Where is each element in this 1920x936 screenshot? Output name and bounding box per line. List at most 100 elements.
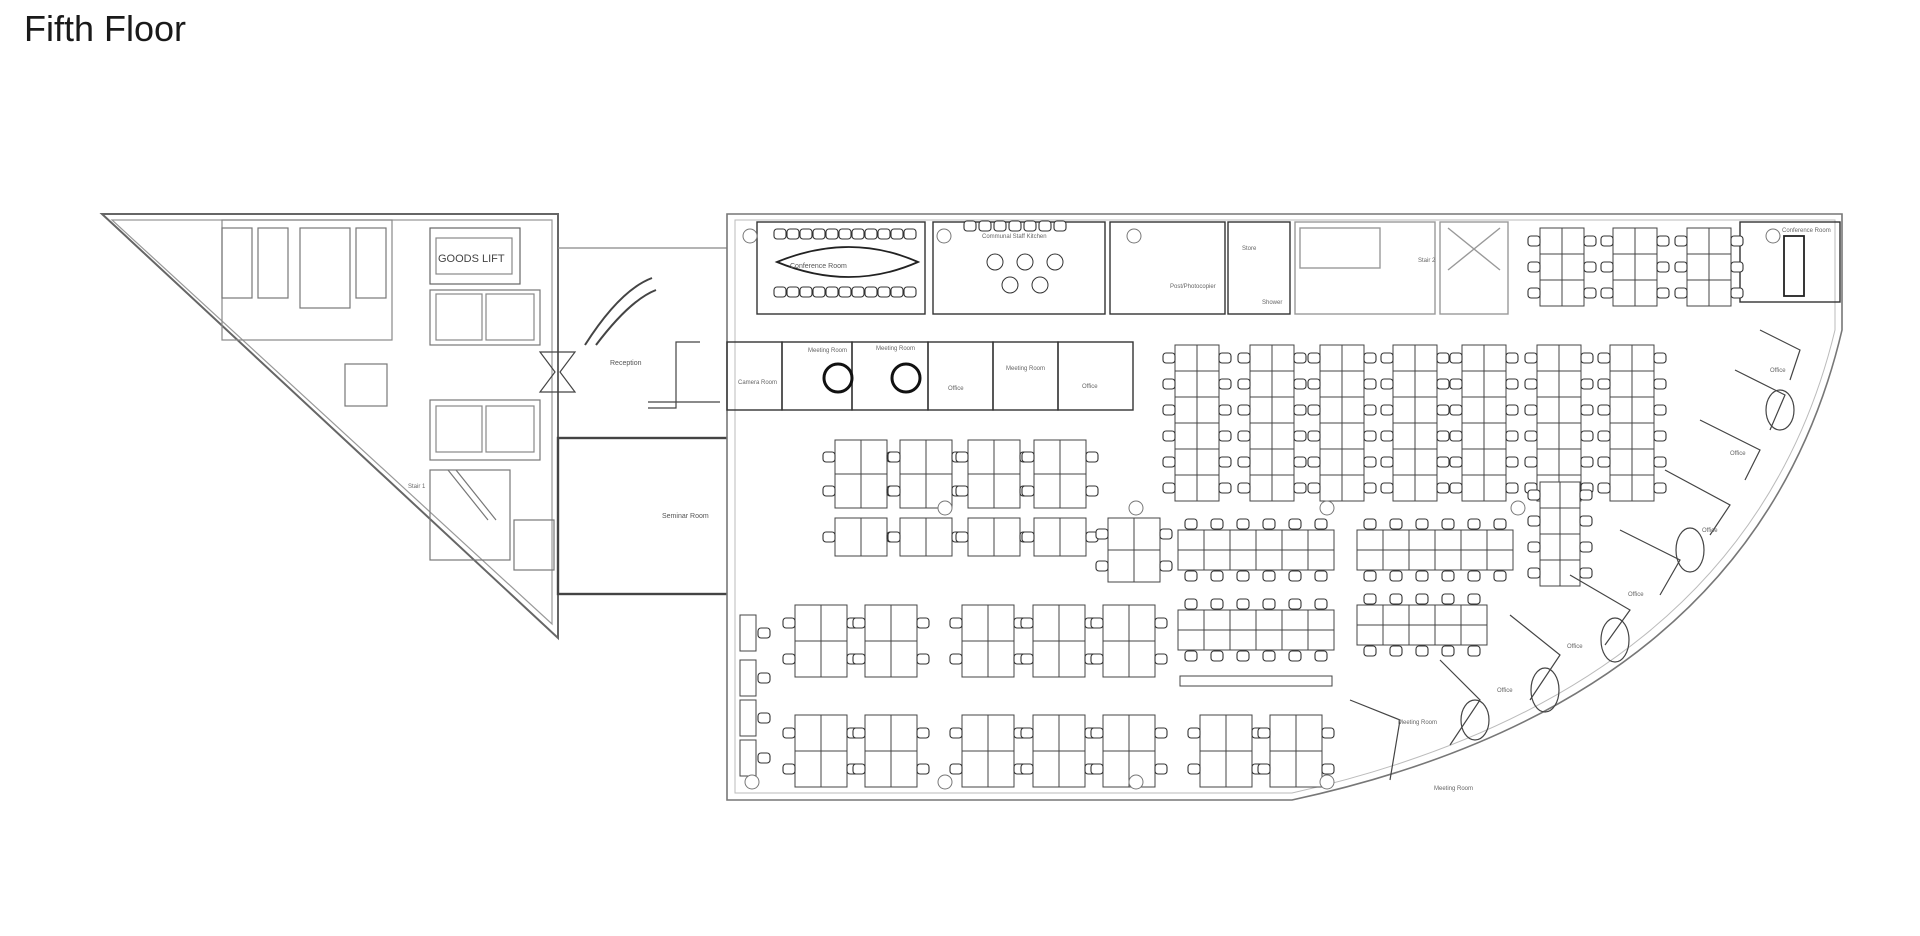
desk xyxy=(1483,344,1507,372)
chair xyxy=(1237,430,1251,442)
desk-pod xyxy=(1187,714,1265,788)
chair xyxy=(1436,430,1450,442)
chair xyxy=(1307,456,1321,468)
desk xyxy=(794,640,822,678)
desk xyxy=(1032,714,1060,752)
chair xyxy=(1505,378,1519,390)
desk xyxy=(1631,474,1655,502)
chair xyxy=(1257,763,1271,775)
desk-pod xyxy=(1380,344,1450,502)
desk xyxy=(1392,474,1416,502)
conference-chairs xyxy=(773,220,1067,298)
chair xyxy=(1389,518,1403,530)
desk xyxy=(1271,370,1295,398)
chair xyxy=(1436,456,1450,468)
bench-desks xyxy=(1177,518,1335,582)
desk xyxy=(1561,279,1585,307)
desk xyxy=(1634,253,1658,281)
bench-strip xyxy=(1179,675,1333,687)
desk xyxy=(1032,750,1060,788)
office-label-8: Office xyxy=(1497,688,1513,694)
office-label-2: Office xyxy=(1082,384,1098,390)
chair xyxy=(1293,404,1307,416)
desk xyxy=(1032,604,1060,642)
camera-room-label: Camera Room xyxy=(738,380,777,386)
chair xyxy=(1162,352,1176,364)
desk xyxy=(1203,629,1231,651)
chair xyxy=(1021,485,1035,497)
chair xyxy=(1288,598,1302,610)
chair xyxy=(1363,593,1377,605)
chair xyxy=(1674,235,1688,247)
desk xyxy=(1631,448,1655,476)
reception-label: Reception xyxy=(610,360,642,367)
chair xyxy=(1363,482,1377,494)
chair xyxy=(1293,456,1307,468)
chair xyxy=(1307,352,1321,364)
desk-pod xyxy=(1449,344,1519,502)
desk xyxy=(961,714,989,752)
desk xyxy=(1133,517,1161,551)
desk xyxy=(1461,344,1485,372)
column xyxy=(1319,774,1335,790)
chair xyxy=(1288,570,1302,582)
desk xyxy=(1307,629,1335,651)
chair xyxy=(1020,763,1034,775)
desk xyxy=(1196,422,1220,450)
chair xyxy=(1307,482,1321,494)
chair xyxy=(1363,570,1377,582)
chair xyxy=(1527,287,1541,299)
desk xyxy=(1392,344,1416,372)
chair xyxy=(1656,235,1670,247)
desk xyxy=(1174,344,1198,372)
chair xyxy=(773,286,787,298)
desk xyxy=(1631,422,1655,450)
desk xyxy=(1408,604,1436,626)
desk xyxy=(1539,533,1561,561)
desk xyxy=(1249,422,1273,450)
chair xyxy=(851,286,865,298)
desk xyxy=(967,517,995,557)
chair xyxy=(1674,261,1688,273)
chair xyxy=(1288,518,1302,530)
desk-pod xyxy=(1021,439,1099,509)
chair xyxy=(773,228,787,240)
chair xyxy=(1380,430,1394,442)
column xyxy=(937,500,953,516)
desk xyxy=(1356,624,1384,646)
chair xyxy=(1583,287,1597,299)
chair xyxy=(1597,482,1611,494)
desk xyxy=(1356,549,1384,571)
desk xyxy=(1102,714,1130,752)
desk xyxy=(1174,396,1198,424)
chair xyxy=(963,220,977,232)
chair xyxy=(1597,378,1611,390)
desk-pod xyxy=(1020,714,1098,788)
desk xyxy=(1196,344,1220,372)
desk xyxy=(890,604,918,642)
chair xyxy=(1307,404,1321,416)
conference-room-1-label: Conference Room xyxy=(790,263,847,270)
chair xyxy=(1162,430,1176,442)
chair xyxy=(1579,489,1593,501)
desk xyxy=(1408,549,1436,571)
chair xyxy=(1314,518,1328,530)
desk xyxy=(1058,714,1086,752)
column xyxy=(1765,228,1781,244)
chair xyxy=(1524,430,1538,442)
meeting-strip xyxy=(726,341,1134,411)
chair xyxy=(799,286,813,298)
meeting-room-5-label: Meeting Room xyxy=(1434,786,1473,792)
chair xyxy=(1023,220,1037,232)
chair xyxy=(1467,593,1481,605)
chair xyxy=(1095,560,1109,572)
desk xyxy=(1708,253,1732,281)
chair xyxy=(1527,489,1541,501)
chair xyxy=(1162,404,1176,416)
chair xyxy=(1579,567,1593,579)
desk xyxy=(1461,396,1485,424)
chair xyxy=(1262,570,1276,582)
chair xyxy=(1218,456,1232,468)
desk xyxy=(1461,448,1485,476)
